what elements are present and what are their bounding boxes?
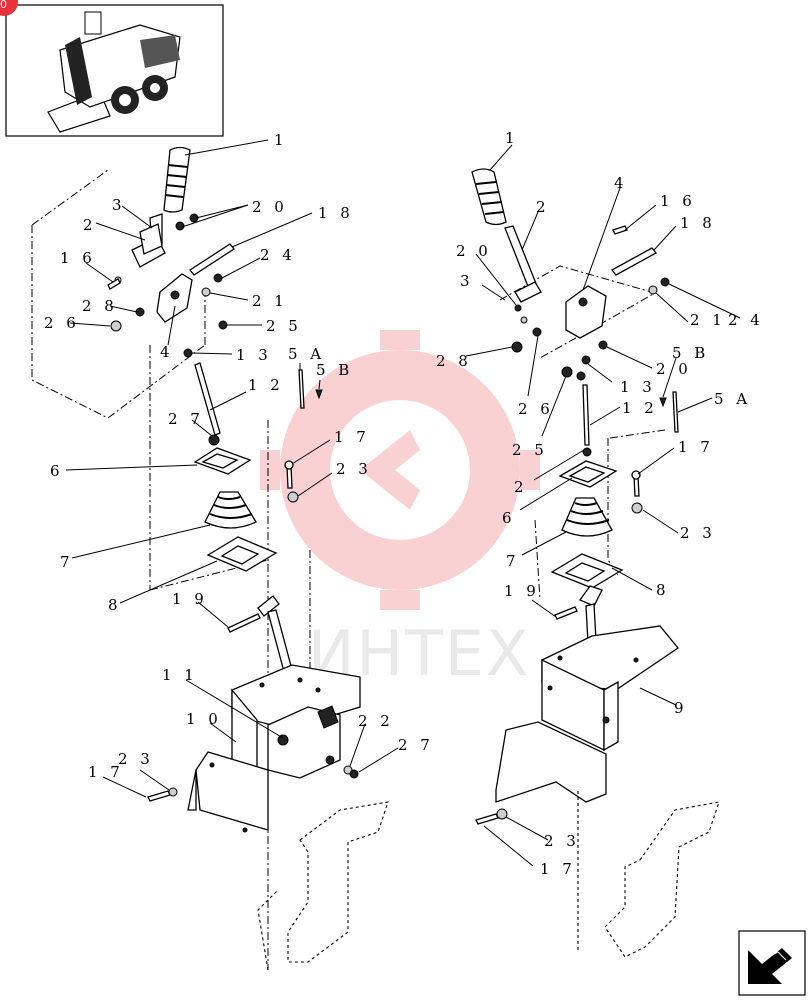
callout-10: 1 0	[186, 710, 222, 728]
callout-r23a: 2 3	[680, 524, 716, 542]
callout-17: 1 7	[334, 428, 370, 446]
callout-5a: 5 A	[288, 345, 325, 363]
callout-23: 2 3	[336, 460, 372, 478]
callout-4: 4	[160, 343, 174, 361]
callout-r5a: 5 A	[714, 390, 751, 408]
leaders-right	[465, 144, 741, 867]
callout-22: 2 2	[358, 712, 394, 730]
callout-r24: 2 4	[728, 311, 764, 329]
callout-8: 8	[108, 596, 122, 614]
callout-5b: 5 B	[316, 361, 353, 379]
callout-r28: 2 8	[436, 352, 472, 370]
labels-left: 1 2 3 2 0 1 8 1 6 2 4 2 8 2 1 2 6 2 5 4 …	[44, 131, 434, 781]
callout-r12: 1 2	[622, 399, 658, 417]
callout-r20a: 2 0	[456, 242, 492, 260]
arrow-down-left-icon[interactable]	[738, 930, 806, 996]
callout-2: 2	[83, 216, 97, 234]
callout-7: 7	[60, 553, 74, 571]
skid-steer-loader-icon	[47, 11, 181, 133]
callout-20: 2 0	[252, 198, 288, 216]
callout-23b: 2 3	[118, 750, 154, 768]
callout-1: 1	[274, 131, 288, 149]
callout-r21: 2 1	[690, 311, 726, 329]
grip-handle-right	[471, 168, 507, 226]
callout-13: 1 3	[236, 346, 272, 364]
callout-16: 1 6	[60, 249, 96, 267]
grip-handle	[163, 146, 191, 213]
rubber-boot-right	[561, 497, 613, 537]
callout-25: 2 5	[266, 317, 302, 335]
callout-r18: 1 8	[680, 214, 716, 232]
callout-r16: 1 6	[660, 192, 696, 210]
callout-11: 1 1	[162, 666, 198, 684]
callout-12: 1 2	[248, 376, 284, 394]
machine-thumbnail	[5, 4, 224, 137]
callout-r27: 2	[514, 478, 528, 496]
callout-r8: 8	[656, 581, 670, 599]
callout-r23b: 2 3	[544, 832, 580, 850]
console-left	[187, 664, 361, 833]
callout-r1: 1	[505, 129, 519, 147]
callout-3: 3	[112, 196, 126, 214]
callout-21: 2 1	[252, 292, 288, 310]
callout-19: 1 9	[172, 590, 208, 608]
callout-24: 2 4	[260, 246, 296, 264]
corner-badge-text: 0	[0, 0, 7, 11]
callout-r3: 3	[460, 272, 474, 290]
control-valve	[267, 705, 341, 779]
callout-6: 6	[50, 462, 64, 480]
watermark-logo	[260, 330, 540, 610]
callout-27b: 2 7	[398, 736, 434, 754]
right-assembly	[471, 168, 720, 958]
callout-r26: 2 6	[518, 400, 554, 418]
callout-28: 2 8	[82, 297, 118, 315]
callout-r6: 6	[502, 509, 516, 527]
callout-r4: 4	[614, 174, 628, 192]
callout-r2: 2	[536, 198, 550, 216]
console-right	[495, 625, 679, 803]
rubber-boot	[204, 491, 257, 529]
labels-right: 1 2 4 1 6 1 8 2 0 3 2 1 2 4 5 B 2 8 2 0 …	[436, 129, 764, 878]
leaders-left	[65, 139, 399, 798]
left-assembly	[31, 146, 389, 971]
callout-18: 1 8	[318, 204, 354, 222]
callout-r9: 9	[674, 699, 688, 717]
callout-r17a: 1 7	[678, 438, 714, 456]
callout-r17b: 1 7	[540, 860, 576, 878]
corner-badge	[0, 0, 18, 16]
callout-27: 2 7	[168, 410, 204, 428]
callout-26: 2 6	[44, 314, 80, 332]
callout-r13: 1 3	[620, 378, 656, 396]
callout-r5b: 5 B	[672, 344, 709, 362]
callout-r25: 2 5	[512, 441, 548, 459]
callout-17b: 1 7	[88, 763, 124, 781]
callout-r7: 7	[506, 552, 520, 570]
callout-r19: 1 9	[504, 582, 540, 600]
callout-r20b: 2 0	[656, 360, 692, 378]
